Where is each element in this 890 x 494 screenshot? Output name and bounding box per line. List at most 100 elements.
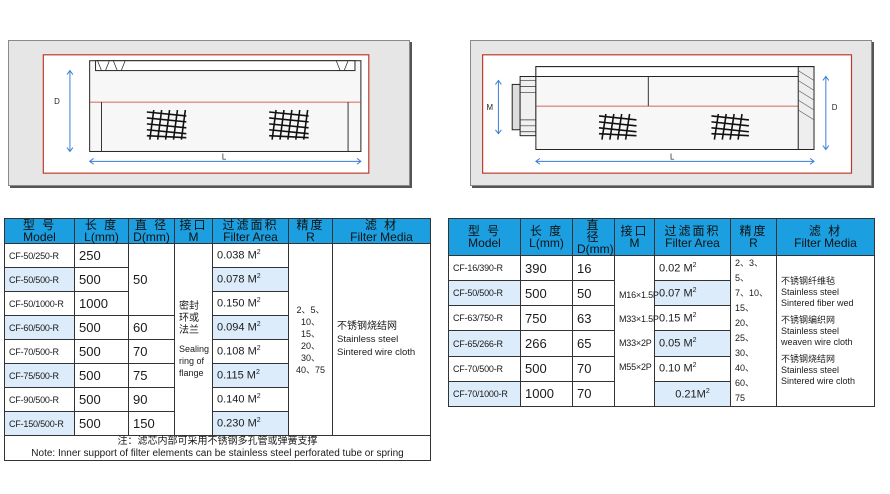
dimension-l-label: L — [670, 152, 675, 161]
precision-cell: 2、5、 10、15、 20、30、 40、75 — [288, 243, 333, 436]
table-note: 注：滤芯内部可采用不锈钢多孔管或弹簧支撑 Note: Inner support… — [4, 435, 431, 461]
diameter-cell: 63 — [572, 305, 615, 332]
dimension-d-label: D — [54, 97, 60, 106]
length-cell: 1000 — [74, 291, 129, 316]
length-cell: 500 — [74, 339, 129, 364]
length-cell: 500 — [520, 280, 573, 307]
diameter-cell: 70 — [128, 339, 175, 364]
table-row: CF-75/500-R 500 75 0.115 M2 — [4, 363, 431, 388]
diameter-cell: 50 — [128, 243, 175, 316]
dimension-l-label: L — [222, 152, 227, 161]
model-cell: CF-90/500-R — [4, 387, 75, 412]
model-cell: CF-50/1000-R — [4, 291, 75, 316]
table-row: CF-65/266-R 266 65 0.05 M2 — [448, 330, 875, 357]
dimension-m-label: M — [487, 103, 494, 112]
model-cell: CF-63/750-R — [448, 305, 521, 332]
model-cell: CF-75/500-R — [4, 363, 75, 388]
model-cell: CF-50/500-R — [4, 267, 75, 292]
table-row: CF-70/500-R 500 70 0.108 M2 — [4, 339, 431, 364]
filter-drawing-right: M D L — [470, 40, 872, 186]
dimension-d-label: D — [832, 103, 838, 112]
table-row: CF-150/500-R 500 150 0.230 M2 — [4, 411, 431, 436]
note-zh: 注：滤芯内部可采用不锈钢多孔管或弹簧支撑 — [117, 436, 318, 447]
diameter-cell: 65 — [572, 330, 615, 357]
model-cell: CF-70/500-R — [4, 339, 75, 364]
diameter-cell: 50 — [572, 280, 615, 307]
length-cell: 500 — [520, 355, 573, 382]
area-cell: 0.140 M2 — [212, 387, 289, 412]
table-row: CF-50/500-R 500 50 0.07 M2 — [448, 280, 875, 307]
area-cell: 0.21M2 — [654, 380, 731, 408]
length-cell: 500 — [74, 315, 129, 340]
area-cell: 0.078 M2 — [212, 267, 289, 292]
model-cell: CF-65/266-R — [448, 330, 521, 357]
area-cell: 0.05 M2 — [654, 330, 731, 357]
table-row: CF-50/250-R 250 50 密封环或法兰 Sealing ring o… — [4, 243, 431, 436]
length-cell: 500 — [74, 267, 129, 292]
model-cell: CF-70/1000-R — [448, 380, 521, 408]
model-cell: CF-70/500-R — [448, 355, 521, 382]
filter-media-cell: 不锈钢纤维毡 Stainless steel Sintered fiber we… — [776, 255, 875, 407]
table-row: CF-16/390-R 390 16 M16×1.5P M33×1.5P M33… — [448, 254, 875, 407]
note-en: Note: Inner support of filter elements c… — [31, 448, 404, 459]
area-cell: 0.094 M2 — [212, 315, 289, 340]
length-cell: 500 — [74, 411, 129, 436]
area-cell: 0.10 M2 — [654, 355, 731, 382]
model-cell: CF-150/500-R — [4, 411, 75, 436]
model-cell: CF-16/390-R — [448, 254, 521, 282]
area-cell: 0.115 M2 — [212, 363, 289, 388]
table-row: CF-50/500-R 500 0.078 M2 — [4, 267, 431, 292]
length-cell: 500 — [74, 387, 129, 412]
filter-drawing-left: D L — [8, 40, 410, 186]
area-cell: 0.230 M2 — [212, 411, 289, 436]
connection-zh: 密封环或法兰 — [179, 300, 199, 336]
model-cell: CF-50/250-R — [4, 243, 75, 268]
length-cell: 250 — [74, 243, 129, 268]
area-cell: 0.150 M2 — [212, 291, 289, 316]
length-cell: 390 — [520, 254, 573, 282]
table-note-row: 注：滤芯内部可采用不锈钢多孔管或弹簧支撑 Note: Inner support… — [4, 435, 431, 461]
precision-cell: 2、3、5、 7、10、 15、20、 25、30、 40、60、 75 — [730, 255, 777, 407]
length-cell: 750 — [520, 305, 573, 332]
model-cell: CF-60/500-R — [4, 315, 75, 340]
area-cell: 0.038 M2 — [212, 243, 289, 268]
area-cell: 0.15 M2 — [654, 305, 731, 332]
area-cell: 0.07 M2 — [654, 280, 731, 307]
connection-cell: 密封环或法兰 Sealing ring of flange — [174, 243, 213, 436]
diameter-cell: 60 — [128, 315, 175, 340]
connection-en: Sealing ring of flange — [179, 343, 210, 378]
diameter-cell: 16 — [572, 254, 615, 282]
length-cell: 500 — [74, 363, 129, 388]
diameter-cell: 70 — [572, 355, 615, 382]
diameter-cell: 90 — [128, 387, 175, 412]
length-cell: 1000 — [520, 380, 573, 408]
filter-cartridge-diagram: D L — [42, 54, 370, 174]
connection-cell: M16×1.5P M33×1.5P M33×2P M55×2P — [614, 255, 659, 407]
diameter-cell: 75 — [128, 363, 175, 388]
table-row: CF-50/1000-R 1000 0.150 M2 — [4, 291, 431, 316]
table-row: CF-70/1000-R 1000 70 0.21M2 — [448, 380, 875, 408]
diameter-cell: 70 — [572, 380, 615, 408]
threaded-filter-diagram: M D L — [482, 54, 853, 174]
area-cell: 0.108 M2 — [212, 339, 289, 364]
diameter-cell: 150 — [128, 411, 175, 436]
area-cell: 0.02 M2 — [654, 254, 731, 282]
